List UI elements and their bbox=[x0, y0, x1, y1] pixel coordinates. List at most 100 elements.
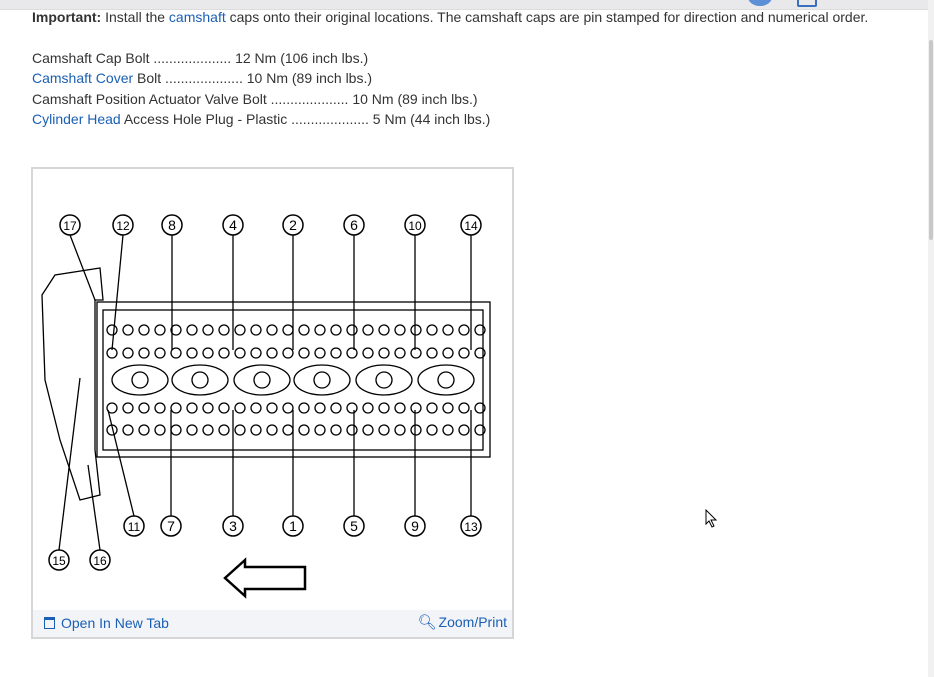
bolt-head bbox=[202, 424, 214, 436]
cam-journal bbox=[131, 371, 149, 389]
callout-label: 3 bbox=[229, 518, 237, 534]
callout-5: 5 bbox=[343, 515, 365, 537]
leader-line bbox=[58, 377, 81, 551]
callout-12: 12 bbox=[112, 214, 134, 236]
bolt-head bbox=[426, 347, 438, 359]
bolt-head bbox=[330, 324, 342, 336]
bolt-head bbox=[138, 347, 150, 359]
scrollbar[interactable] bbox=[928, 0, 934, 677]
camshaft-link[interactable]: camshaft bbox=[168, 9, 226, 25]
leader-line bbox=[87, 464, 101, 551]
callout-circle bbox=[282, 515, 304, 537]
bolt-head bbox=[474, 424, 486, 436]
note-text: Install the bbox=[101, 9, 169, 25]
figure-footer: Open In New Tab 🔍︎Zoom/Print bbox=[33, 610, 512, 637]
callout-9: 9 bbox=[404, 515, 426, 537]
bolt-head bbox=[474, 347, 486, 359]
bolt-head bbox=[250, 424, 262, 436]
bolt-head bbox=[282, 347, 294, 359]
callout-circle bbox=[112, 214, 134, 236]
cam-cap bbox=[111, 364, 169, 396]
user-avatar[interactable] bbox=[748, 0, 772, 6]
bolt-head bbox=[282, 324, 294, 336]
bolt-head bbox=[458, 347, 470, 359]
callout-circle bbox=[59, 214, 81, 236]
bolt-head bbox=[298, 347, 310, 359]
callout-label: 8 bbox=[168, 217, 176, 233]
callout-circle bbox=[343, 214, 365, 236]
callout-label: 12 bbox=[116, 219, 130, 233]
bolt-head bbox=[122, 402, 134, 414]
spec-text: Camshaft Cap Bolt .................... 1… bbox=[32, 50, 369, 66]
callout-label: 11 bbox=[128, 520, 141, 534]
bolt-head bbox=[186, 424, 198, 436]
callout-label: 1 bbox=[289, 518, 297, 534]
bolt-head bbox=[410, 347, 422, 359]
toolbar-icon[interactable] bbox=[797, 0, 817, 7]
bolt-head bbox=[346, 324, 358, 336]
bolt-head bbox=[394, 347, 406, 359]
bolt-head bbox=[170, 347, 182, 359]
callout-circle bbox=[404, 515, 426, 537]
bolt-head bbox=[362, 402, 374, 414]
cam-journal bbox=[191, 371, 209, 389]
bolt-head bbox=[474, 402, 486, 414]
bolt-head bbox=[234, 402, 246, 414]
bolt-head bbox=[186, 347, 198, 359]
bolt-head bbox=[298, 402, 310, 414]
callout-15: 15 bbox=[48, 549, 70, 571]
bolt-head bbox=[474, 324, 486, 336]
callout-circle bbox=[222, 515, 244, 537]
cam-journal bbox=[437, 371, 455, 389]
zoom-print-link[interactable]: 🔍︎Zoom/Print bbox=[417, 613, 507, 631]
spec-text: Camshaft Position Actuator Valve Bolt ..… bbox=[32, 90, 478, 107]
callout-label: 6 bbox=[350, 217, 358, 233]
bolt-head bbox=[442, 402, 454, 414]
bolt-head bbox=[394, 324, 406, 336]
bolt-head bbox=[314, 324, 326, 336]
cam-cap bbox=[417, 364, 475, 396]
spec-row: Camshaft Position Actuator Valve Bolt ..… bbox=[32, 89, 490, 109]
bolt-head bbox=[378, 424, 390, 436]
callout-1: 1 bbox=[282, 515, 304, 537]
bolt-head bbox=[330, 402, 342, 414]
bolt-head bbox=[234, 324, 246, 336]
bolt-head bbox=[122, 324, 134, 336]
callout-8: 8 bbox=[161, 214, 183, 236]
callout-label: 13 bbox=[464, 520, 478, 534]
bolt-head bbox=[458, 402, 470, 414]
bolt-head bbox=[250, 402, 262, 414]
callout-circle bbox=[404, 214, 426, 236]
callout-circle bbox=[343, 515, 365, 537]
cam-cap bbox=[293, 364, 351, 396]
bolt-head bbox=[410, 324, 422, 336]
bolt-head bbox=[106, 402, 118, 414]
spec-row: Camshaft Cap Bolt .................... 1… bbox=[32, 48, 490, 68]
bolt-head bbox=[314, 424, 326, 436]
bolt-head bbox=[298, 424, 310, 436]
cam-journal bbox=[313, 371, 331, 389]
bolt-head bbox=[218, 424, 230, 436]
open-in-new-tab-link[interactable]: Open In New Tab bbox=[44, 615, 169, 631]
cylinder-head-link[interactable]: Cylinder Head bbox=[32, 110, 121, 127]
bolt-head bbox=[362, 347, 374, 359]
bolt-head bbox=[426, 424, 438, 436]
note-text: caps onto their original locations. The … bbox=[225, 9, 869, 25]
open-new-tab-icon bbox=[44, 617, 55, 629]
callout-label: 10 bbox=[408, 219, 422, 233]
callout-label: 4 bbox=[229, 217, 237, 233]
callout-label: 16 bbox=[93, 554, 107, 568]
bolt-head bbox=[218, 402, 230, 414]
bolt-head bbox=[298, 324, 310, 336]
camshaft-cover-link[interactable]: Camshaft Cover bbox=[32, 70, 134, 87]
leader-line bbox=[107, 409, 135, 517]
bolt-head bbox=[362, 424, 374, 436]
bolt-head bbox=[106, 324, 118, 336]
bolt-head bbox=[154, 347, 166, 359]
callout-3: 3 bbox=[222, 515, 244, 537]
scrollbar-thumb[interactable] bbox=[929, 40, 933, 240]
spec-text: Bolt .................... 10 Nm (89 inch… bbox=[133, 70, 373, 87]
bolt-head bbox=[330, 424, 342, 436]
callout-label: 9 bbox=[411, 518, 419, 534]
